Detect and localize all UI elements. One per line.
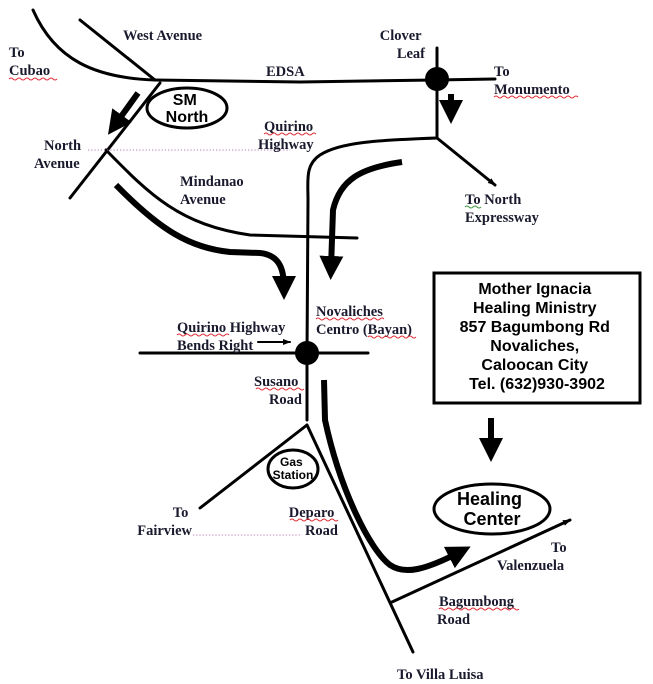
healing-center-label: Healing Center — [457, 489, 527, 529]
address-text: Mother Ignacia Healing Ministry 857 Bagu… — [460, 281, 615, 393]
clover-leaf-marker-icon — [425, 67, 449, 91]
label-novaliches-centro: Novaliches Centro (Bayan) — [316, 304, 412, 338]
label-quirino-bends-right: Quirino Highway Bends Right — [177, 320, 289, 354]
route-arrow-quirino-icon — [319, 159, 403, 280]
route-arrow-bagumbong-icon — [321, 379, 471, 574]
label-deparo-road: Deparo Road — [289, 505, 338, 539]
road-bagumbong — [390, 518, 572, 604]
label-to-fairview: To Fairview — [137, 505, 192, 539]
label-to-villa-luisa: To Villa Luisa — [397, 667, 484, 683]
landmark-gas-station: Gas Station — [266, 448, 320, 490]
road-north-expressway — [435, 136, 497, 187]
label-to-valenzuela: To Valenzuela — [497, 540, 570, 574]
label-to-north-expressway: To North Expressway — [465, 192, 540, 226]
road-quirino-highway — [305, 136, 439, 422]
landmark-sm-north: SM North — [145, 86, 229, 130]
label-susano-road: Susano Road — [254, 374, 302, 408]
road-west-avenue — [78, 18, 157, 82]
label-to-cubao: To Cubao — [9, 45, 50, 79]
road-north-avenue — [68, 81, 162, 200]
label-bagumbong-road: Bagumbong Road — [437, 594, 518, 628]
address-info-box: Mother Ignacia Healing Ministry 857 Bagu… — [432, 271, 642, 405]
route-arrow-mindanao-icon — [113, 182, 296, 300]
label-mindanao-avenue: Mindanao Avenue — [180, 174, 247, 208]
road-edsa — [31, 8, 497, 84]
label-west-avenue: West Avenue — [123, 28, 203, 44]
road-fairview — [198, 423, 309, 510]
label-edsa: EDSA — [266, 64, 305, 80]
label-north-avenue: North Avenue — [34, 138, 85, 172]
gas-station-label: Gas Station — [273, 455, 314, 482]
label-to-monumento: To Monumento — [494, 64, 570, 98]
sm-north-label: SM North — [166, 92, 209, 126]
route-arrow-north-avenue-icon — [107, 91, 141, 135]
label-clover-leaf: Clover Leaf — [380, 28, 425, 62]
road-mindanao-avenue — [104, 148, 359, 240]
label-quirino-highway: Quirino Highway — [258, 119, 317, 153]
road-susano-villa-luisa — [305, 423, 415, 654]
novaliches-centro-marker-icon — [295, 341, 319, 365]
landmark-healing-center: Healing Center — [432, 482, 552, 536]
